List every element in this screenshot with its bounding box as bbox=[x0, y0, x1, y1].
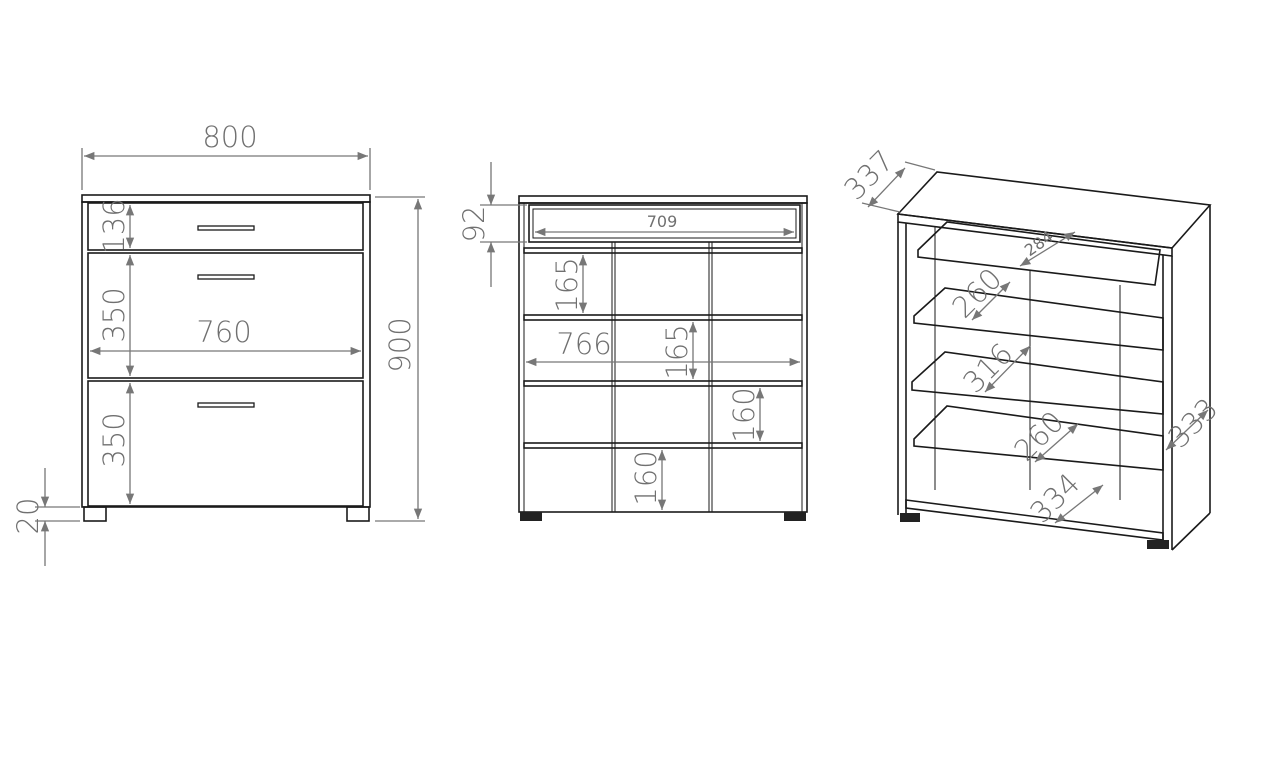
dim-inner-width: 760 bbox=[196, 315, 251, 349]
drawer-handle bbox=[197, 225, 255, 231]
dim-shelf-2: 165 bbox=[660, 324, 694, 379]
dim-drawer-width: 709 bbox=[647, 212, 678, 231]
dim-bottom: 334 bbox=[1023, 466, 1086, 529]
front-view: 800 900 136 350 760 350 20 bbox=[11, 120, 425, 566]
drawer-handle bbox=[197, 402, 255, 408]
dim-drawer-mid: 350 bbox=[97, 287, 131, 342]
dim-shelf-1: 260 bbox=[945, 261, 1008, 324]
dim-shelf-3: 260 bbox=[1007, 404, 1070, 467]
dim-shelf-3: 160 bbox=[727, 387, 761, 442]
dim-depth: 337 bbox=[837, 143, 900, 206]
dim-width: 800 bbox=[202, 120, 257, 154]
dim-height: 900 bbox=[383, 317, 417, 372]
dim-drawer-bottom: 350 bbox=[97, 412, 131, 467]
dim-shelf-1: 165 bbox=[550, 257, 584, 312]
isometric-view: 337 284 260 316 333 260 334 bbox=[837, 143, 1225, 551]
dim-drawer-top: 136 bbox=[97, 198, 131, 253]
dim-inner-width: 766 bbox=[556, 327, 611, 361]
open-view: 92 709 165 766 165 160 160 bbox=[457, 162, 808, 521]
dim-shelf-2: 316 bbox=[956, 336, 1019, 399]
dim-drawer-height: 92 bbox=[457, 206, 491, 243]
drawer-handle bbox=[197, 274, 255, 280]
dim-shelf-4: 160 bbox=[629, 450, 663, 505]
dim-feet: 20 bbox=[11, 498, 45, 535]
